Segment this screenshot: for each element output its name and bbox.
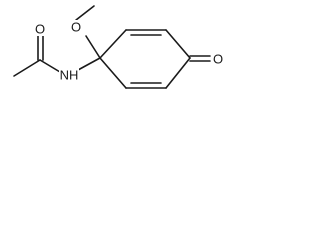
bond-ring-c3-c4 — [165, 29, 191, 59]
bond-methyl-carbonyl — [13, 59, 41, 77]
bond-ring-c4-c5 — [165, 57, 191, 89]
bond-ring-c6-c1 — [99, 57, 127, 89]
bond-ring-c1-c2 — [99, 29, 127, 59]
bond-methoxy-oxygen-methyl — [75, 5, 95, 21]
methoxy-oxygen-label: O — [71, 20, 81, 35]
chemical-structure-diagram: O O NH O — [13, 5, 223, 89]
carbonyl-oxygen-label: O — [35, 22, 45, 37]
amide-nitrogen-label: NH — [60, 68, 79, 83]
bond-quaternary-carbon-methoxy-oxygen — [85, 35, 101, 59]
ketone-oxygen-label: O — [213, 52, 223, 67]
bond-nitrogen-quaternary-carbon — [77, 57, 101, 71]
bond-carbonyl-nitrogen — [39, 59, 61, 73]
